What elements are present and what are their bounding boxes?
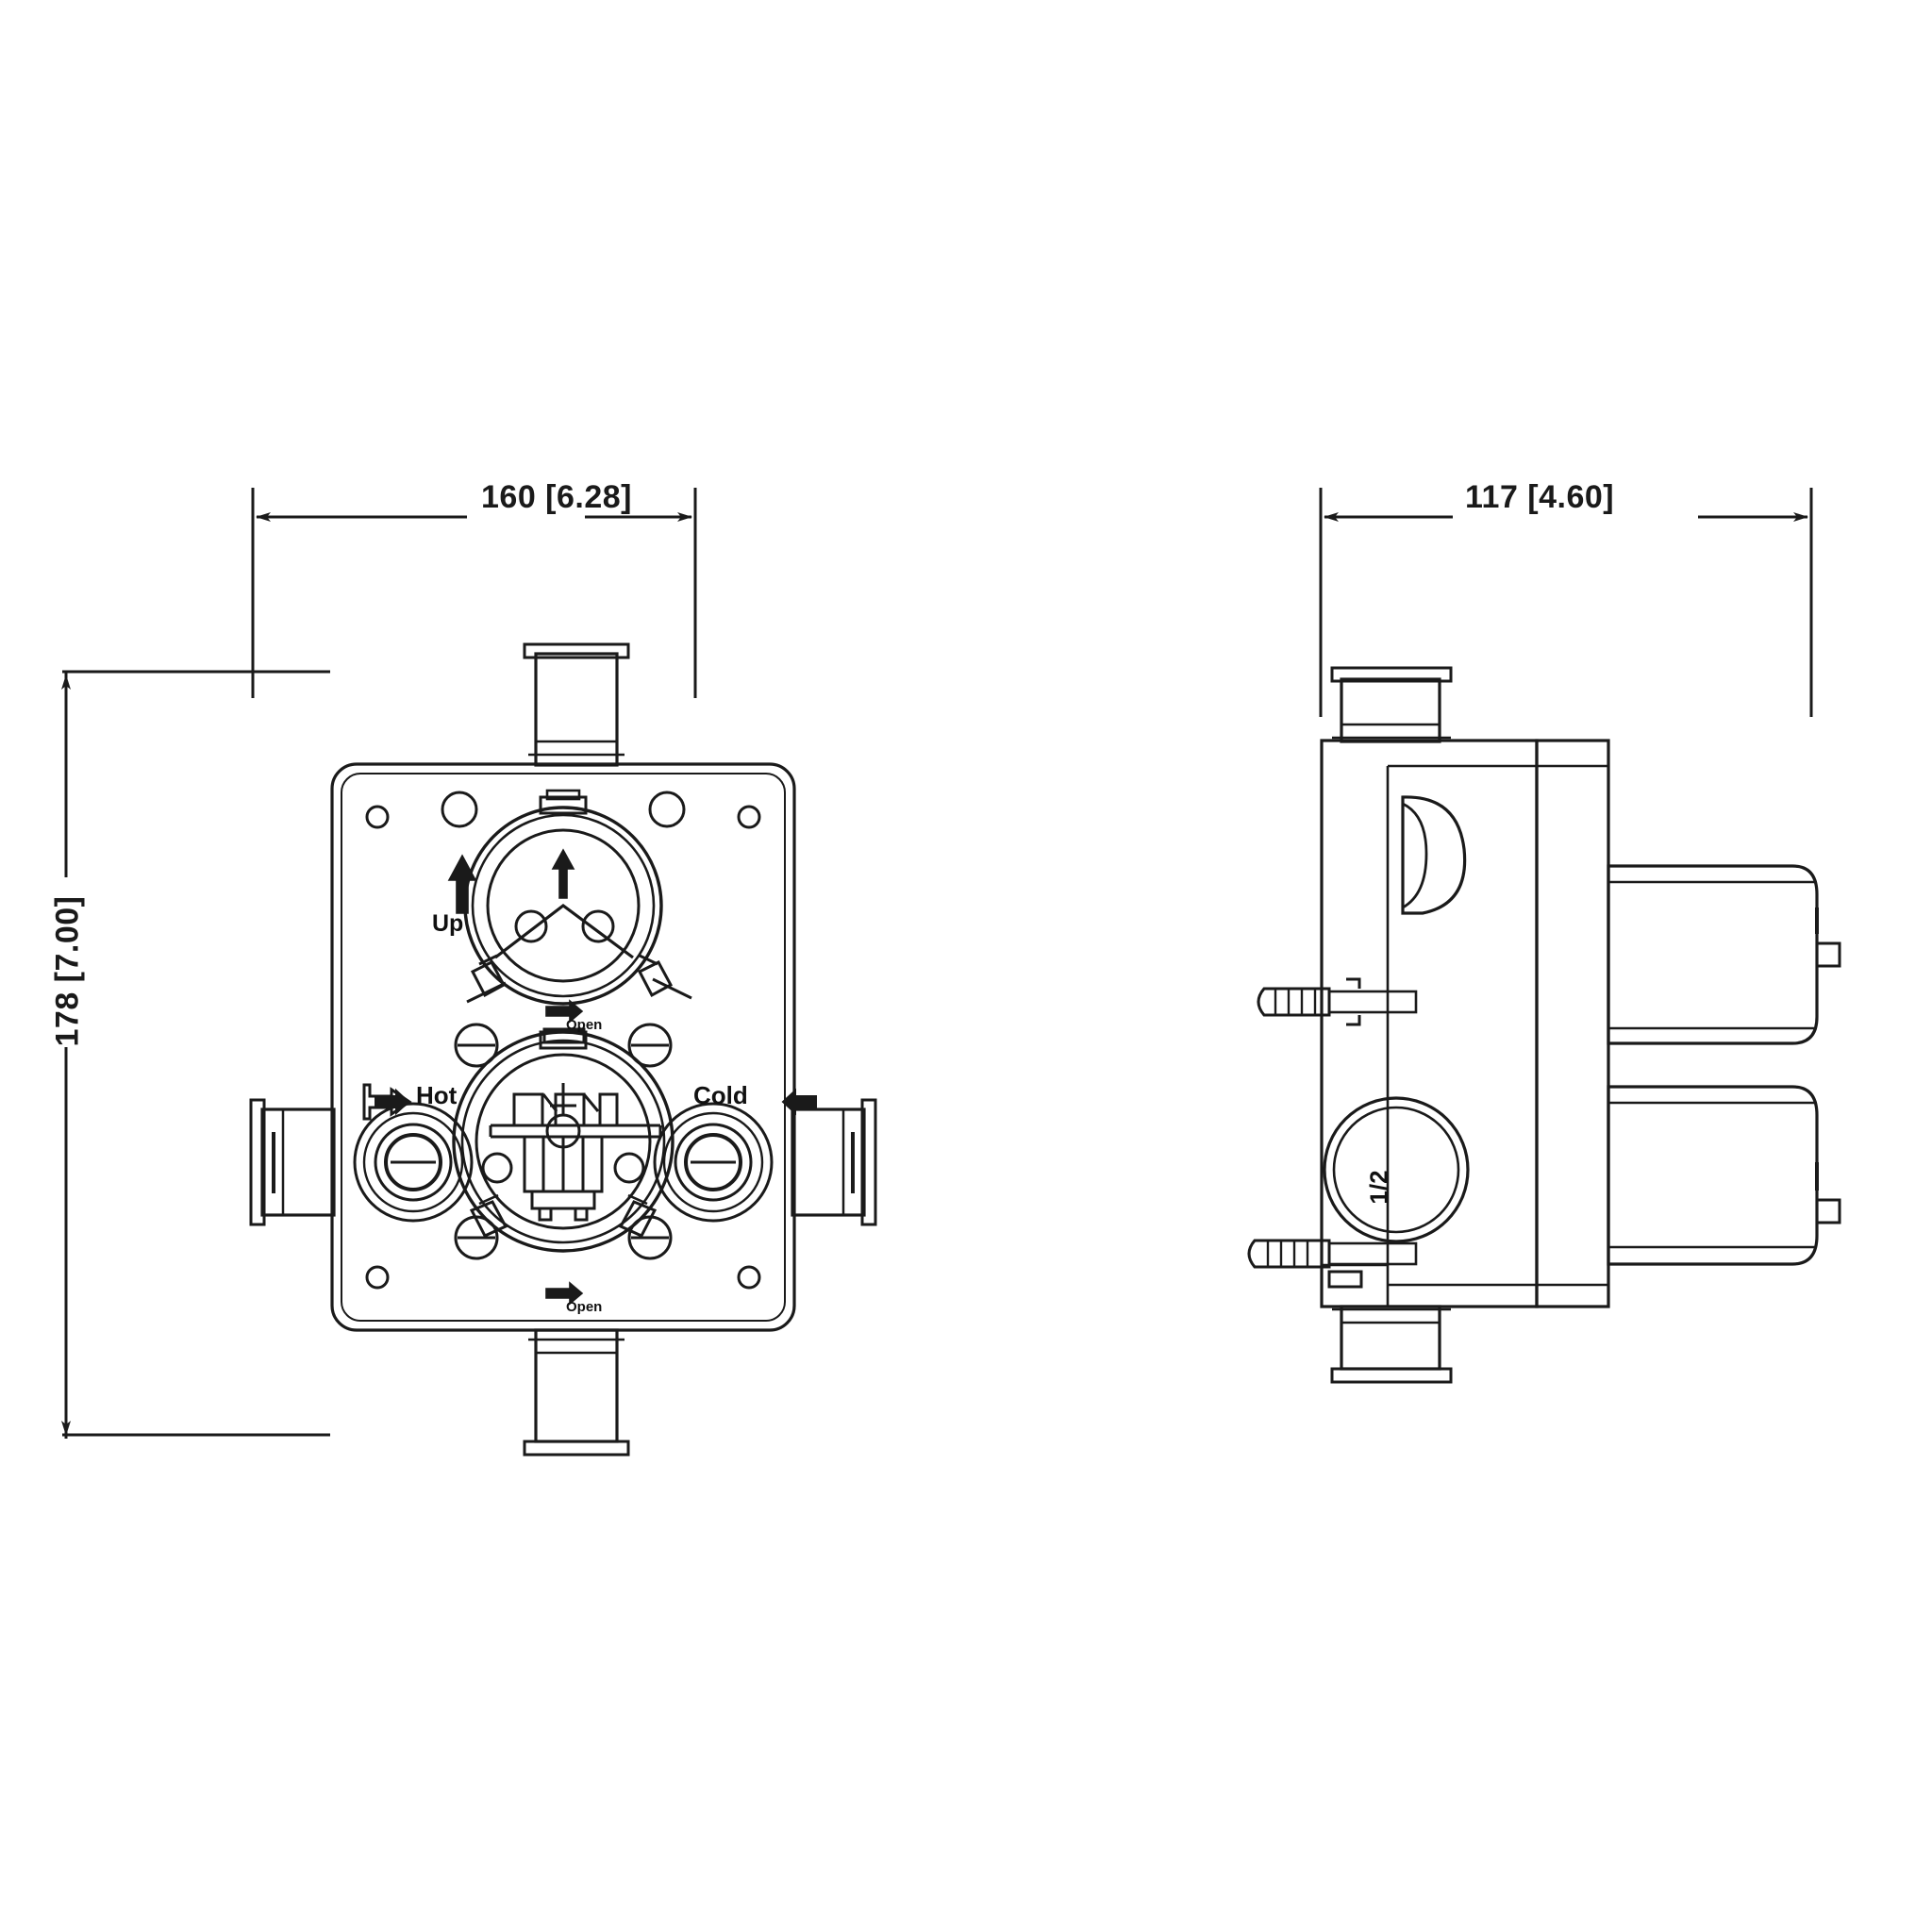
open-bottom-arrow-icon [545, 1281, 584, 1306]
open-top-arrow-icon [545, 999, 584, 1024]
dimension-width-label: 160 [6.28] [481, 479, 632, 515]
bottom-inlet-stub [523, 1328, 630, 1457]
side-lower-anchor [1247, 1239, 1418, 1289]
front-label-cold: Cold [693, 1081, 748, 1109]
top-outlet-stub [523, 642, 630, 767]
up-arrow-icon [447, 854, 477, 914]
side-bottom-stub [1330, 1305, 1453, 1384]
front-label-open-top: Open [566, 1017, 603, 1033]
dimension-depth [1319, 488, 1813, 717]
lower-cartridge-assembly [452, 1030, 675, 1253]
dimension-depth-label: 117 [4.60] [1465, 479, 1615, 515]
upper-plate-holes [441, 791, 686, 828]
front-view [249, 642, 877, 1457]
left-side-port [249, 1098, 336, 1226]
front-body-inner [341, 773, 786, 1322]
front-label-hot: Hot [416, 1081, 458, 1109]
front-label-open-bottom: Open [566, 1299, 603, 1315]
cold-inlet-port [653, 1102, 774, 1223]
cold-arrow-icon [781, 1088, 817, 1116]
side-lower-cartridge [1607, 1085, 1841, 1266]
dimension-height-label: 178 [7.00] [49, 895, 86, 1047]
dimension-height [61, 670, 330, 1439]
side-top-stub [1330, 666, 1453, 743]
side-view [1247, 666, 1841, 1384]
right-side-port [791, 1098, 877, 1226]
side-upper-anchor [1257, 977, 1418, 1026]
side-label-port-size: 1/2 [1364, 1170, 1393, 1205]
side-diverter-dome [1401, 795, 1467, 915]
dimension-width [251, 488, 697, 698]
front-label-up: Up [432, 910, 464, 937]
side-port-half [1323, 1096, 1470, 1243]
side-body-mid [1535, 739, 1610, 1308]
side-upper-cartridge [1607, 864, 1841, 1045]
hot-arrow-icon [362, 1083, 412, 1121]
hot-inlet-port [353, 1102, 474, 1223]
corner-mounting-holes [365, 805, 761, 1290]
